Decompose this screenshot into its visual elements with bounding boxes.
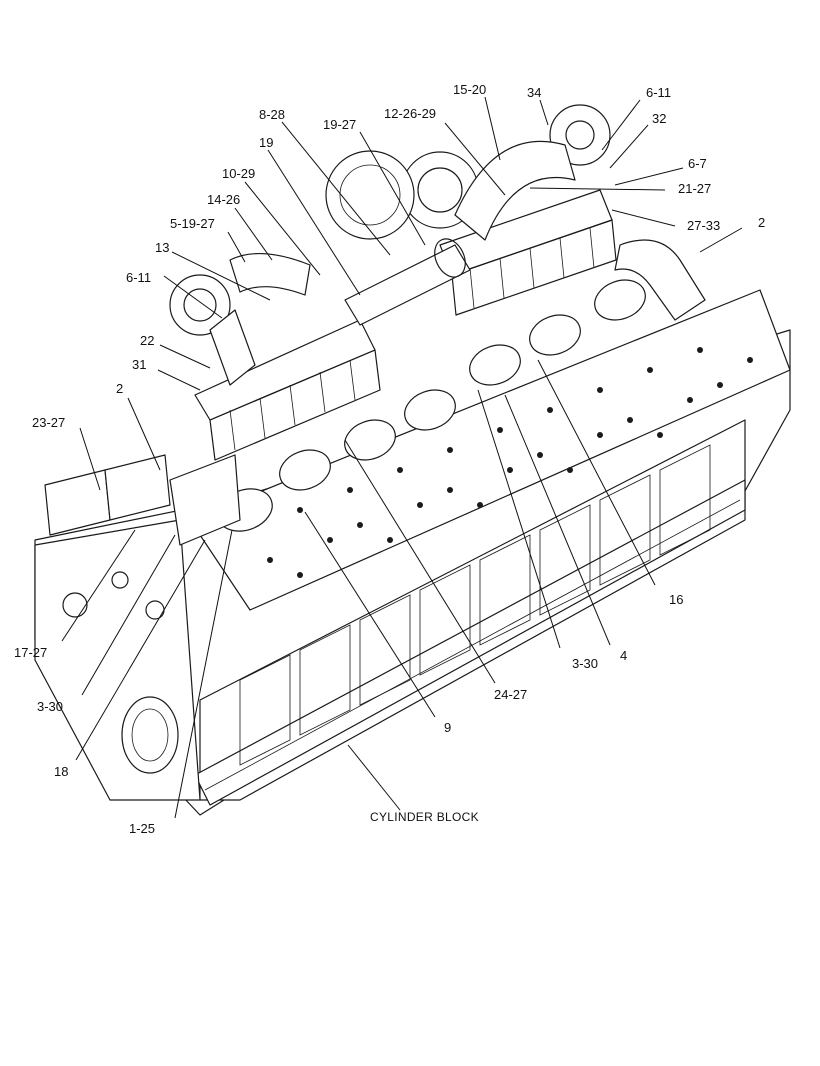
callout-label: 6-7 (688, 156, 707, 171)
callout-label: 18 (54, 764, 68, 779)
callout-label: 24-27 (494, 687, 527, 702)
callout-labels: 15-20 34 6-11 32 6-7 21-27 27-33 2 8-28 … (14, 82, 765, 836)
callout-label: 32 (652, 111, 666, 126)
callout-label: 6-11 (646, 85, 671, 100)
callout-label: 9 (444, 720, 451, 735)
callout-label: 17-27 (14, 645, 47, 660)
leader-lines (61, 96, 743, 819)
callout-label: 3-30 (572, 656, 598, 671)
callout-label: 27-33 (687, 218, 720, 233)
callout-label: 16 (669, 592, 683, 607)
callout-label: 3-30 (37, 699, 63, 714)
callout-label: 1-25 (129, 821, 155, 836)
callout-label: 4 (620, 648, 627, 663)
callout-label: 31 (132, 357, 146, 372)
callout-label: 15-20 (453, 82, 486, 97)
callout-label: 2 (116, 381, 123, 396)
callout-label: 21-27 (678, 181, 711, 196)
diagram-title: CYLINDER BLOCK (370, 810, 479, 824)
callout-label: 2 (758, 215, 765, 230)
callout-label: 19 (259, 135, 273, 150)
engine-illustration (34, 104, 791, 816)
callout-label: 12-26-29 (384, 106, 436, 121)
callout-label: 8-28 (259, 107, 285, 122)
callout-label: 23-27 (32, 415, 65, 430)
callout-label: 6-11 (126, 270, 151, 285)
callout-label: 19-27 (323, 117, 356, 132)
callout-label: 10-29 (222, 166, 255, 181)
callout-label: 13 (155, 240, 169, 255)
callout-label: 22 (140, 333, 154, 348)
callout-label: 34 (527, 85, 541, 100)
callout-label: 5-19-27 (170, 216, 215, 231)
callout-label: 14-26 (207, 192, 240, 207)
